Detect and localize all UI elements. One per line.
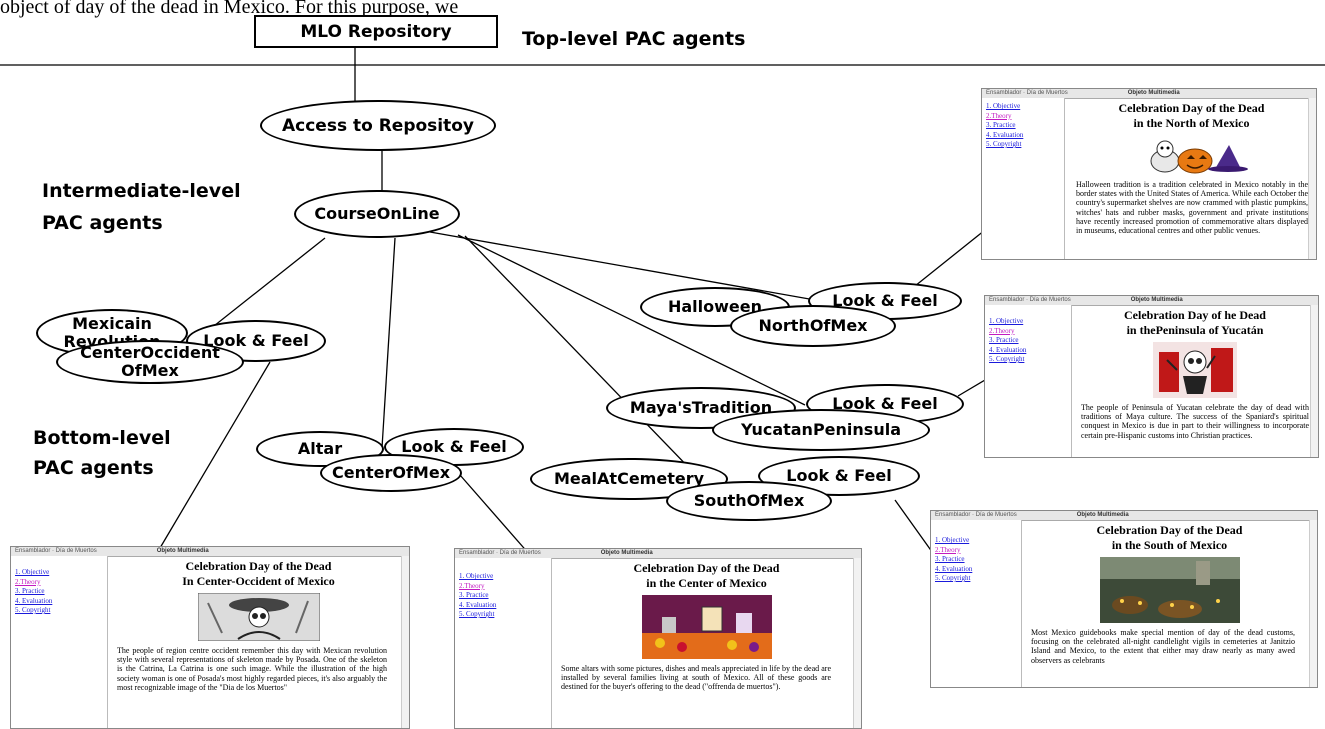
edge-center-window — [459, 474, 531, 556]
window-description: Some altars with some pictures, dishes a… — [561, 664, 831, 692]
window-title-line-2: In Center-Occident of Mexico — [182, 574, 335, 588]
window-title-line-1: Celebration Day of the Dead — [185, 559, 332, 573]
node-course-online: CourseOnLine — [294, 190, 460, 238]
catrina-engraving-illustration — [197, 593, 320, 641]
window-description: Halloween tradition is a tradition celeb… — [1076, 180, 1308, 236]
window-scrollbar[interactable] — [853, 558, 861, 728]
node-center-of-mex: CenterOfMex — [320, 454, 462, 492]
menu-practice-link[interactable]: 3. Practice — [15, 587, 45, 595]
edge-yucatan-window — [957, 379, 986, 397]
menu-evaluation-link[interactable]: 4. Evaluation — [986, 130, 1024, 139]
window-title-line-2: in the South of Mexico — [1111, 538, 1228, 552]
window-sidebar: 1. Objective 2.Theory 3. Practice 4. Eva… — [455, 558, 552, 728]
menu-copyright-link[interactable]: 5. Copyright — [986, 140, 1022, 148]
node-access-repository: Access to Repositoy — [260, 100, 496, 151]
window-description: The people of Peninsula of Yucatan celeb… — [1081, 403, 1309, 440]
menu-objective-link[interactable]: 1. Objective — [935, 536, 970, 544]
window-content: Celebration Day of the Dead in the South… — [1031, 523, 1308, 665]
menu-copyright-link[interactable]: 5. Copyright — [935, 574, 971, 582]
menu-copyright-link[interactable]: 5. Copyright — [15, 606, 51, 614]
intro-text: object of day of the dead in Mexico. For… — [0, 0, 459, 18]
menu-evaluation-link[interactable]: 4. Evaluation — [935, 564, 973, 573]
window-description: The people of region centre occident rem… — [117, 646, 387, 692]
edge-course-south — [464, 235, 726, 506]
menu-practice-link[interactable]: 3. Practice — [935, 555, 965, 563]
halloween-illustration — [1150, 140, 1248, 174]
menu-copyright-link[interactable]: 5. Copyright — [459, 610, 495, 618]
window-title-line-1: Celebration Day of the Dead — [1096, 523, 1243, 537]
node-meal-at-cemetery: MealAtCemetery — [530, 458, 728, 500]
window-title-line-1: Celebration Day of the Dead — [633, 561, 780, 575]
window-scrollbar[interactable] — [401, 556, 409, 728]
level-label-intermediate-1: Intermediate-level — [42, 180, 241, 202]
window-content: Celebration Day of he Dead in thePeninsu… — [1081, 308, 1309, 440]
level-label-bottom-2: PAC agents — [33, 457, 154, 479]
window-description: Most Mexico guidebooks make special ment… — [1031, 628, 1295, 665]
menu-evaluation-link[interactable]: 4. Evaluation — [15, 596, 53, 605]
menu-objective-link[interactable]: 1. Objective — [459, 572, 494, 580]
node-lookfeel-north: Look & Feel — [808, 282, 962, 320]
edge-centerocc-window — [159, 361, 271, 549]
window-title-line-2: in the North of Mexico — [1133, 116, 1250, 130]
menu-copyright-link[interactable]: 5. Copyright — [989, 355, 1025, 363]
root-box: MLO Repository — [254, 15, 498, 48]
node-north-of-mex: NorthOfMex — [730, 305, 896, 347]
level-label-bottom-1: Bottom-level — [33, 427, 171, 449]
menu-theory-link[interactable]: 2.Theory — [15, 577, 41, 586]
window-sidebar: 1. Objective 2.Theory 3. Practice 4. Eva… — [11, 556, 108, 728]
node-yucatan-peninsula: YucatanPeninsula — [712, 409, 930, 451]
window-content: Celebration Day of the Dead in the Cente… — [561, 561, 852, 692]
menu-objective-link[interactable]: 1. Objective — [989, 317, 1024, 325]
window-title-line-1: Celebration Day of the Dead — [1118, 101, 1265, 115]
altar-illustration — [641, 595, 772, 659]
window-sidebar: 1. Objective 2.Theory 3. Practice 4. Eva… — [982, 98, 1065, 259]
maya-skeleton-illustration — [1153, 342, 1237, 398]
menu-theory-link[interactable]: 2.Theory — [459, 581, 485, 590]
menu-theory-link[interactable]: 2.Theory — [935, 545, 961, 554]
menu-theory-link[interactable]: 2.Theory — [989, 326, 1015, 335]
window-title-line-2: in the Center of Mexico — [646, 576, 767, 590]
node-lookfeel-center: Look & Feel — [384, 428, 524, 466]
level-label-top: Top-level PAC agents — [522, 28, 746, 50]
window-scrollbar[interactable] — [1308, 98, 1316, 259]
edge-course-yucatan — [457, 234, 806, 406]
window-title-line-2: in thePeninsula of Yucatán — [1126, 323, 1264, 337]
node-mayas-tradition: Maya'sTradition — [606, 387, 796, 429]
level-label-intermediate-2: PAC agents — [42, 212, 163, 234]
window-title-line-1: Celebration Day of he Dead — [1124, 308, 1266, 322]
menu-practice-link[interactable]: 3. Practice — [989, 336, 1019, 344]
window-scrollbar[interactable] — [1310, 305, 1318, 457]
cemetery-vigil-illustration — [1099, 557, 1240, 623]
edge-course-center — [381, 237, 396, 449]
menu-objective-link[interactable]: 1. Objective — [986, 102, 1021, 110]
window-sidebar: 1. Objective 2.Theory 3. Practice 4. Eva… — [985, 305, 1072, 457]
menu-evaluation-link[interactable]: 4. Evaluation — [459, 600, 497, 609]
menu-practice-link[interactable]: 3. Practice — [986, 121, 1016, 129]
window-content: Celebration Day of the Dead In Center-Oc… — [117, 559, 400, 692]
menu-practice-link[interactable]: 3. Practice — [459, 591, 489, 599]
window-sidebar: 1. Objective 2.Theory 3. Practice 4. Eva… — [931, 520, 1022, 687]
menu-evaluation-link[interactable]: 4. Evaluation — [989, 345, 1027, 354]
menu-theory-link[interactable]: 2.Theory — [986, 111, 1012, 120]
node-south-of-mex: SouthOfMex — [666, 481, 832, 521]
menu-objective-link[interactable]: 1. Objective — [15, 568, 50, 576]
window-scrollbar[interactable] — [1309, 520, 1317, 687]
window-content: Celebration Day of the Dead in the North… — [1076, 101, 1308, 236]
